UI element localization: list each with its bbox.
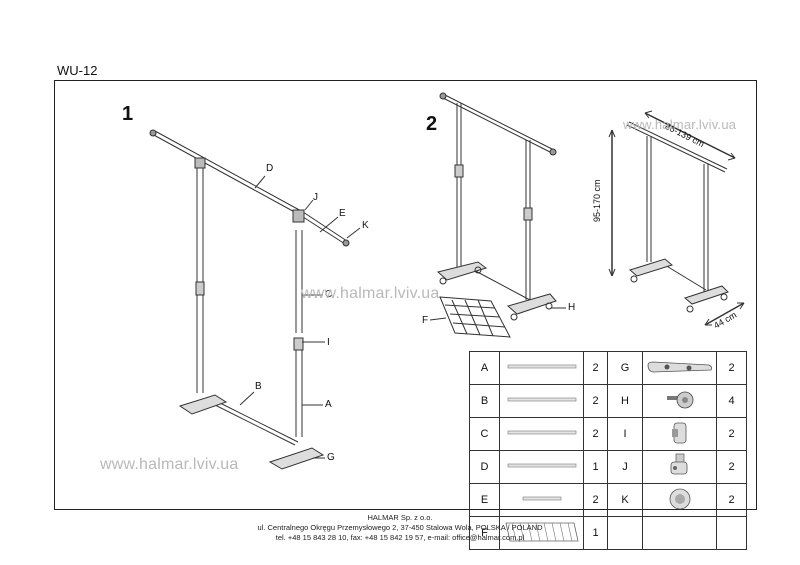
long-tube-icon <box>499 417 584 451</box>
part-code: I <box>607 417 643 451</box>
document-code: WU-12 <box>57 63 98 78</box>
footer-contact: tel. +48 15 843 28 10, fax: +48 15 842 1… <box>275 533 525 542</box>
part-quantity: 2 <box>716 351 747 385</box>
step-1-number: 1 <box>122 103 134 125</box>
part-code: F <box>469 516 500 550</box>
part-code: H <box>607 384 643 418</box>
connector-icon <box>642 450 717 484</box>
part-code: C <box>469 417 500 451</box>
mesh-shelf-icon <box>499 516 584 550</box>
label-i: I <box>327 337 330 348</box>
long-tube-icon <box>499 450 584 484</box>
step-2-drawing <box>429 92 566 338</box>
part-code <box>607 516 643 550</box>
watermark-center: www.halmar.lviv.ua <box>301 285 440 302</box>
part-code: E <box>469 483 500 517</box>
part-quantity: 2 <box>583 417 608 451</box>
dimension-drawing <box>608 110 745 326</box>
instruction-frame <box>54 80 757 510</box>
part-code: J <box>607 450 643 484</box>
footer-company: HALMAR Sp. z o.o. <box>367 513 433 522</box>
short-tube-icon <box>499 483 584 517</box>
part-code: B <box>469 384 500 418</box>
footer: HALMAR Sp. z o.o. ul. Centralnego Okręgu… <box>0 513 800 543</box>
label-j: J <box>313 192 318 203</box>
part-quantity: 2 <box>716 483 747 517</box>
label-g: G <box>327 452 335 463</box>
foot-base-icon <box>642 351 717 385</box>
part-code: K <box>607 483 643 517</box>
dimension-height: 95-170 cm <box>592 179 602 222</box>
part-quantity <box>716 516 747 550</box>
part-quantity: 1 <box>583 450 608 484</box>
part-code: D <box>469 450 500 484</box>
long-tube-icon <box>499 384 584 418</box>
watermark-bottom: www.halmar.lviv.ua <box>100 456 239 473</box>
long-tube-icon <box>499 351 584 385</box>
step-1-drawing <box>149 129 361 470</box>
part-quantity: 1 <box>583 516 608 550</box>
part-quantity: 2 <box>583 483 608 517</box>
label-k: K <box>362 220 369 231</box>
label-f: F <box>422 315 429 326</box>
part-code: G <box>607 351 643 385</box>
label-h: H <box>568 302 576 313</box>
part-quantity: 4 <box>716 384 747 418</box>
part-quantity: 2 <box>583 384 608 418</box>
label-b: B <box>255 381 262 392</box>
label-e: E <box>339 208 346 219</box>
clamp-icon <box>642 417 717 451</box>
wheel-icon <box>642 384 717 418</box>
empty-cell <box>642 516 717 550</box>
footer-address: ul. Centralnego Okręgu Przemysłowego 2, … <box>257 523 543 532</box>
label-a: A <box>325 399 332 410</box>
label-d: D <box>266 163 274 174</box>
part-quantity: 2 <box>716 417 747 451</box>
part-quantity: 2 <box>716 450 747 484</box>
step-2-number: 2 <box>426 113 438 135</box>
end-cap-icon <box>642 483 717 517</box>
watermark-top: www.halmar.lviv.ua <box>623 117 737 132</box>
label-c: C <box>325 289 333 300</box>
part-code: A <box>469 351 500 385</box>
part-quantity: 2 <box>583 351 608 385</box>
